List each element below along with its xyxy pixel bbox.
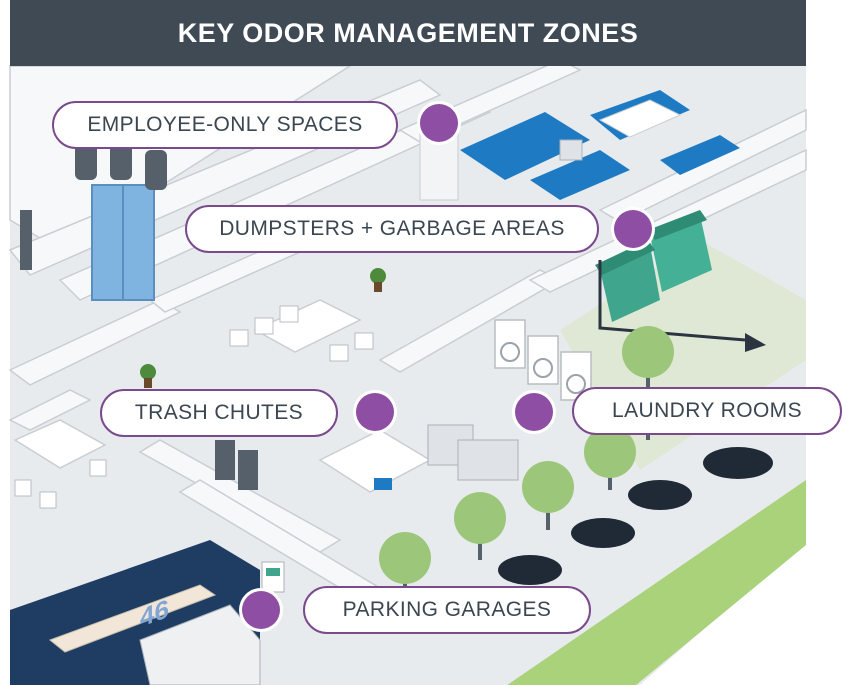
title-banner: KEY ODOR MANAGEMENT ZONES bbox=[10, 0, 806, 66]
tablet bbox=[374, 478, 392, 490]
zone-marker-parking bbox=[242, 591, 280, 629]
tables bbox=[13, 299, 432, 493]
zone-marker-dumpsters bbox=[614, 210, 652, 248]
gym-equipment bbox=[20, 140, 167, 270]
garage-beam bbox=[48, 584, 217, 653]
parked-car bbox=[139, 604, 261, 685]
exit-sign bbox=[261, 561, 285, 593]
stove bbox=[427, 424, 519, 481]
dumpsters bbox=[595, 210, 712, 322]
direction-arrow bbox=[598, 260, 746, 342]
server-racks bbox=[215, 440, 258, 490]
zone-label-laundry: LAUNDRY ROOMS bbox=[572, 387, 842, 435]
potted-plants bbox=[140, 268, 386, 388]
zone-label-trash-chutes: TRASH CHUTES bbox=[100, 389, 338, 437]
zone-marker-employee-only bbox=[420, 104, 458, 142]
zone-label-dumpsters: DUMPSTERS + GARBAGE AREAS bbox=[185, 205, 599, 253]
bed bbox=[598, 99, 682, 138]
zone-label-employee-only: EMPLOYEE-ONLY SPACES bbox=[52, 101, 398, 149]
zone-label-parking: PARKING GARAGES bbox=[303, 586, 591, 634]
chairs bbox=[14, 305, 374, 509]
page-title: KEY ODOR MANAGEMENT ZONES bbox=[177, 17, 639, 48]
grass-strip bbox=[507, 480, 806, 685]
appliance bbox=[559, 139, 583, 161]
zone-marker-laundry bbox=[515, 393, 553, 431]
zone-marker-trash-chutes bbox=[356, 393, 394, 431]
